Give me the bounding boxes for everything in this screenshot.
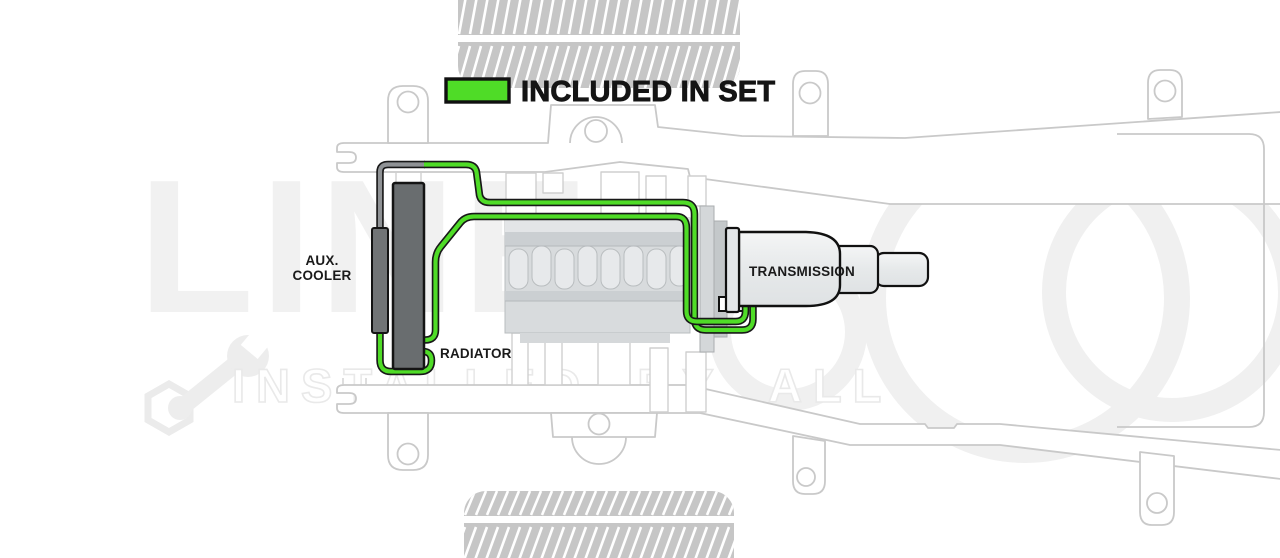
cooler-line-bypass <box>376 332 436 376</box>
label-radiator: RADIATOR <box>440 346 512 361</box>
transmission-flange <box>724 226 741 314</box>
transmission-body <box>737 230 842 308</box>
bottom-tire <box>464 491 734 558</box>
frame-hole <box>584 119 608 143</box>
transmission-tail <box>873 251 930 288</box>
cab-bracket-bottom-2 <box>1139 451 1175 526</box>
radiator <box>391 181 426 371</box>
legend: INCLUDED IN SET <box>444 76 776 108</box>
wrench-icon <box>144 331 270 437</box>
truck-frame <box>336 69 1280 526</box>
engine-cylinders <box>508 245 690 290</box>
cooler-line-upper <box>424 160 757 334</box>
engine-block <box>504 205 744 353</box>
top-tire <box>458 0 740 88</box>
cooler-lines <box>376 160 757 376</box>
label-aux-cooler-1: AUX. <box>305 253 338 268</box>
legend-label: INCLUDED IN SET <box>521 76 775 108</box>
cooler-line-lower <box>424 212 750 344</box>
gray-line-segment <box>376 160 425 229</box>
bed-panel-outline <box>1117 133 1265 428</box>
aux-cooler <box>371 227 389 334</box>
label-transmission: TRANSMISSION <box>749 264 855 279</box>
transmission <box>724 226 930 314</box>
label-aux-cooler-2: COOLER <box>293 268 352 283</box>
legend-swatch <box>444 77 511 104</box>
